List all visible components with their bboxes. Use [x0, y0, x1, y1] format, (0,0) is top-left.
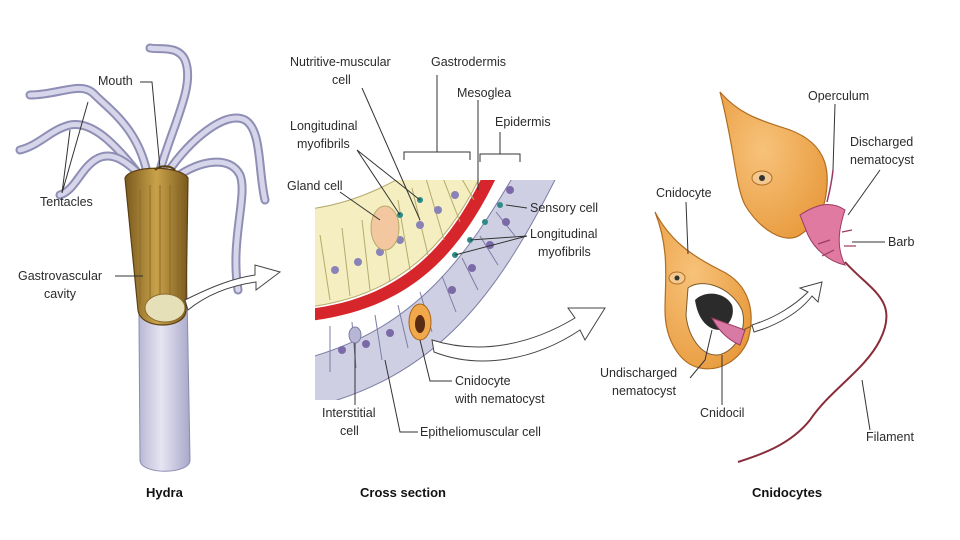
xs-callout-arrow [431, 307, 606, 362]
gastrodermis-bracket [403, 75, 471, 160]
xs-longitudinal-right-label: Longitudinal [530, 227, 597, 241]
xs-sensory-cell-label: Sensory cell [530, 201, 598, 215]
xs-longitudinal-left-label-2: myofibrils [297, 137, 350, 151]
xs-interstitial-label-2: cell [340, 424, 359, 438]
cnidocytes-panel: Operculum Discharged nematocyst Cnidocyt… [600, 89, 914, 500]
epidermis-bracket [479, 132, 521, 162]
cn-caption: Cnidocytes [752, 485, 822, 500]
hydra-callout-arrow [184, 264, 282, 311]
hydra-tentacles-label: Tentacles [40, 195, 93, 209]
cn-undischarged-label-2: nematocyst [612, 384, 676, 398]
xs-caption: Cross section [360, 485, 446, 500]
nematocyst-filament [737, 261, 888, 463]
xs-gland-cell-label: Gland cell [287, 179, 343, 193]
cn-discharged-label: Discharged [850, 135, 913, 149]
xs-epitheliomuscular-label: Epitheliomuscular cell [420, 425, 541, 439]
hydra-caption: Hydra [146, 485, 184, 500]
xs-nutritive-label-2: cell [332, 73, 351, 87]
xs-gastrodermis-label: Gastrodermis [431, 55, 506, 69]
xs-longitudinal-left-label: Longitudinal [290, 119, 357, 133]
xs-mesoglea-label: Mesoglea [457, 86, 511, 100]
cross-section-panel: Nutritive-muscular cell Gastrodermis Mes… [287, 55, 606, 500]
xs-longitudinal-right-label-2: myofibrils [538, 245, 591, 259]
xs-nutritive-label: Nutritive-muscular [290, 55, 391, 69]
cn-cnidocil-label: Cnidocil [700, 406, 744, 420]
hydra-gastrovascular-cavity [124, 167, 189, 326]
hydra-gastrovascular-label: Gastrovascular [18, 269, 102, 283]
cn-undischarged-label: Undischarged [600, 366, 677, 380]
hydra-gastrovascular-label-2: cavity [44, 287, 77, 301]
xs-cnidocyte-label: Cnidocyte [455, 374, 511, 388]
hydra-panel: Mouth Tentacles Gastrovascular cavity Hy… [15, 43, 282, 500]
cn-barb-label: Barb [888, 235, 914, 249]
cn-discharged-label-2: nematocyst [850, 153, 914, 167]
cross-section-tissue [315, 180, 560, 400]
cn-operculum-label: Operculum [808, 89, 869, 103]
hydra-tentacles [15, 43, 270, 295]
xs-interstitial-label: Interstitial [322, 406, 376, 420]
discharge-arrow [751, 281, 823, 333]
cn-filament-label: Filament [866, 430, 914, 444]
xs-epidermis-label: Epidermis [495, 115, 551, 129]
hydra-mouth-label: Mouth [98, 74, 133, 88]
cn-cnidocyte-label: Cnidocyte [656, 186, 712, 200]
xs-cnidocyte-label-2: with nematocyst [454, 392, 545, 406]
